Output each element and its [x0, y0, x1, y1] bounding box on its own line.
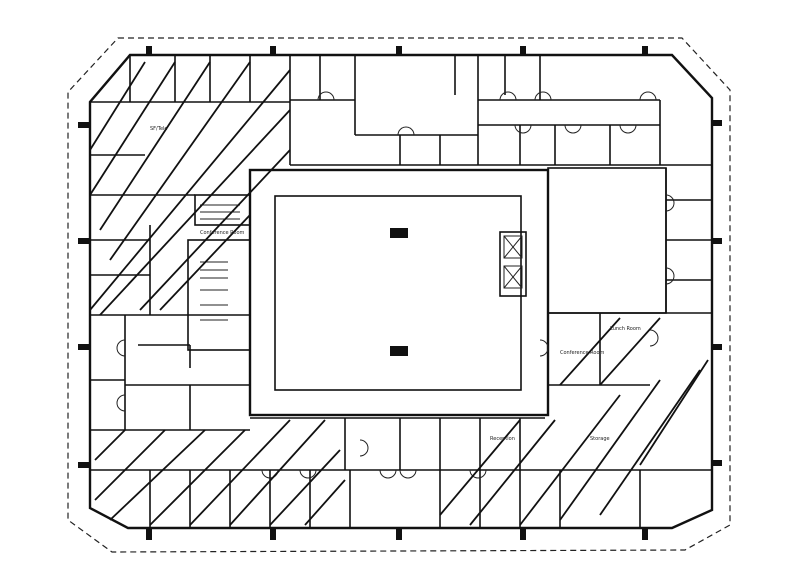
top-offices [90, 55, 712, 166]
left-offices [90, 154, 250, 431]
lunch-room-label: Lunch Room [610, 326, 641, 332]
hatched-zone-left [89, 61, 291, 316]
bottom-offices [90, 417, 712, 528]
conference-room-label-1: Conference Room [200, 230, 245, 236]
office-label: SF/Tele [150, 126, 167, 132]
conference-room-label-2: Conference Room [560, 350, 605, 356]
core-column-top [390, 228, 408, 238]
stair-service-block [187, 194, 251, 351]
reception-label: Reception [490, 436, 515, 442]
hatched-zone-bottom-left [94, 419, 346, 526]
exterior-columns [78, 46, 722, 540]
storage-label: Storage [590, 436, 610, 442]
open-core-space [274, 195, 522, 391]
exterior-wall [88, 53, 714, 530]
hatched-zone-bottom-right [439, 317, 709, 526]
building-outline [67, 37, 731, 553]
elevator-bank [499, 231, 527, 297]
right-offices [547, 167, 712, 386]
core-column-bottom [390, 346, 408, 356]
building-core [248, 168, 550, 417]
door-swings [116, 91, 675, 479]
